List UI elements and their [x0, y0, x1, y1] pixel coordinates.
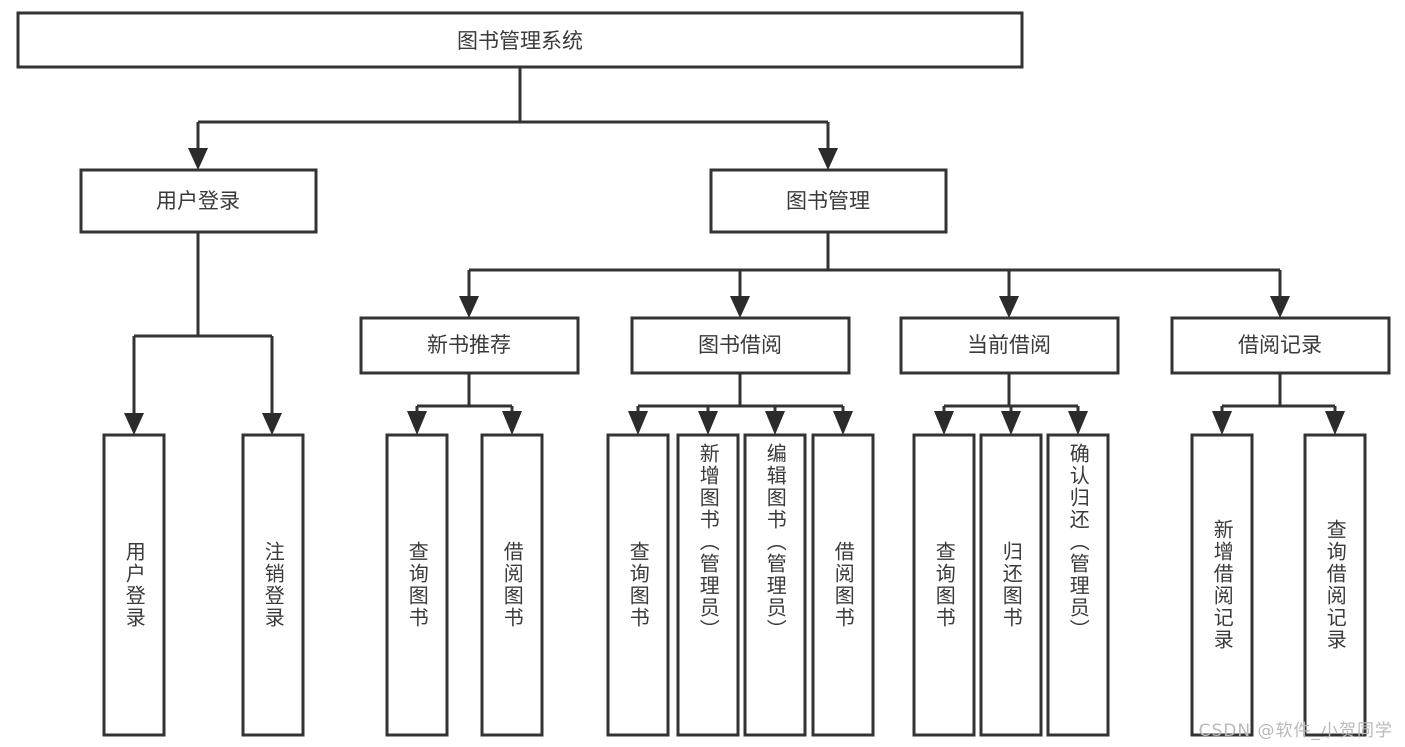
node-current-borrow-label: 当前借阅: [967, 333, 1051, 357]
node-borrow-records-label: 借阅记录: [1238, 333, 1322, 357]
arrow-head-bm-to-new-book-recommend: [459, 296, 479, 318]
node-borrow-records-box[interactable]: [1170, 316, 1391, 375]
node-root-label: 图书管理系统: [457, 29, 583, 53]
node-book-management[interactable]: 图书管理: [709, 168, 948, 234]
arrow-head-cb-to-leaf-return-book: [1001, 411, 1021, 435]
node-new-book-recommend-label: 新书推荐: [427, 333, 511, 357]
node-book-borrow-box[interactable]: [630, 316, 851, 375]
connector-group-book-borrow: [628, 373, 853, 435]
arrow-head-br-to-leaf-add-record: [1212, 411, 1232, 435]
arrow-head-bb-to-leaf-query-book: [628, 411, 648, 435]
arrow-head-nbr-to-leaf-query-book: [407, 411, 427, 435]
node-root-box[interactable]: [16, 11, 1024, 69]
watermark-text: CSDN @软件_小贺同学: [1198, 721, 1393, 741]
arrow-head-nbr-to-leaf-borrow-book: [502, 411, 522, 435]
node-new-book-recommend[interactable]: 新书推荐: [359, 316, 580, 375]
arrow-head-root-to-user-login: [188, 148, 208, 170]
node-book-management-label: 图书管理: [786, 189, 870, 213]
node-user-login[interactable]: 用户登录: [79, 168, 318, 234]
arrow-head-bb-to-leaf-edit-book: [765, 411, 785, 435]
arrow-head-root-to-book-management: [818, 148, 838, 170]
node-user-login-label: 用户登录: [156, 189, 240, 213]
leaf-boxes: [102, 433, 1367, 737]
arrow-head-bb-to-leaf-add-book: [698, 411, 718, 435]
leaf-confirm-return-admin-box[interactable]: [1046, 433, 1110, 737]
arrow-head-br-to-leaf-query-record: [1325, 411, 1345, 435]
connector-group-current-borrow: [934, 373, 1088, 435]
leaf-return-book-box[interactable]: [979, 433, 1043, 737]
node-current-borrow-box[interactable]: [899, 316, 1120, 375]
leaf-edit-book-admin-box[interactable]: [743, 433, 807, 737]
arrow-head-cb-to-leaf-query-book: [934, 411, 954, 435]
node-book-borrow[interactable]: 图书借阅: [630, 316, 851, 375]
node-book-management-box[interactable]: [709, 168, 948, 234]
node-new-book-recommend-box[interactable]: [359, 316, 580, 375]
arrow-head-bm-to-book-borrow: [730, 296, 750, 318]
node-current-borrow[interactable]: 当前借阅: [899, 316, 1120, 375]
arrow-head-ul-to-leaf-user-logout: [262, 413, 282, 435]
leaf-query-book-borrow-box[interactable]: [606, 433, 670, 737]
node-borrow-records[interactable]: 借阅记录: [1170, 316, 1391, 375]
node-root[interactable]: 图书管理系统: [16, 11, 1024, 69]
connector-group-borrow-records: [1212, 373, 1345, 435]
arrow-head-bm-to-current-borrow: [999, 296, 1019, 318]
leaf-query-book-current-box[interactable]: [912, 433, 976, 737]
connector-group-new-book-recommend: [407, 373, 522, 435]
node-book-borrow-label: 图书借阅: [698, 333, 782, 357]
arrow-head-ul-to-leaf-user-login: [124, 413, 144, 435]
leaf-user-logout-box[interactable]: [241, 433, 305, 737]
connector-group-root: [188, 67, 838, 170]
leaf-query-book-recommend-box[interactable]: [385, 433, 449, 737]
arrow-head-bm-to-borrow-records: [1270, 296, 1290, 318]
leaf-user-login-box[interactable]: [102, 433, 166, 737]
connector-group-book-management: [459, 232, 1290, 318]
connector-group-user-login: [124, 232, 282, 435]
arrow-head-bb-to-leaf-borrow-book: [833, 411, 853, 435]
node-user-login-box[interactable]: [79, 168, 318, 234]
leaf-borrow-book-recommend-box[interactable]: [480, 433, 544, 737]
leaf-add-borrow-record-box[interactable]: [1190, 433, 1254, 737]
arrow-head-cb-to-leaf-confirm-return: [1068, 411, 1088, 435]
leaf-borrow-book-box[interactable]: [811, 433, 875, 737]
leaf-add-book-admin-box[interactable]: [676, 433, 740, 737]
leaf-query-borrow-record-box[interactable]: [1303, 433, 1367, 737]
